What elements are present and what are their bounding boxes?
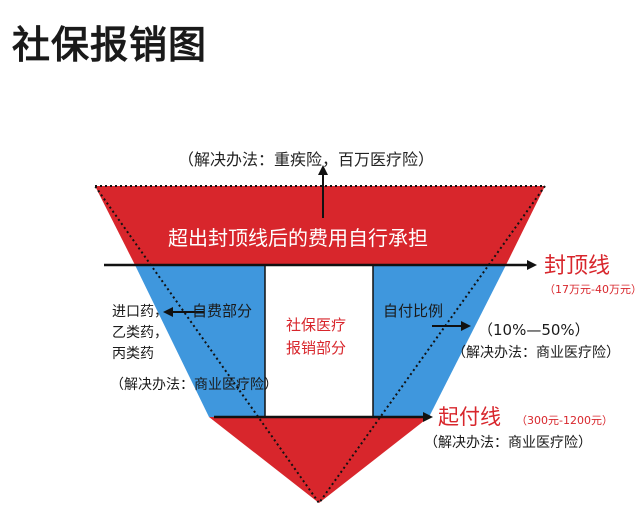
- self-pay-label: 自费部分: [192, 302, 253, 320]
- ratio-value-text: （10%—50%）: [478, 321, 590, 339]
- right-solution-text: （解决办法：商业医疗险）: [452, 345, 620, 361]
- drug-item: 丙类药: [112, 346, 154, 362]
- bottom-solution-text: （解决办法：商业医疗险）: [424, 435, 592, 451]
- drug-list: 进口药， 乙类药， 丙类药: [112, 302, 168, 365]
- insured-part-line2: 报销部分: [286, 339, 347, 357]
- insured-part-label: 社保医疗 报销部分: [286, 314, 346, 360]
- cap-line-range: （17万元-40万元）: [544, 283, 640, 296]
- over-cap-band: [95, 186, 545, 265]
- left-solution-text: （解决办法：商业医疗险）: [110, 377, 278, 393]
- top-solution-text: （解决办法：重疾险，百万医疗险）: [178, 150, 435, 169]
- below-start-tip: [209, 417, 429, 503]
- drug-item: 乙类药，: [112, 325, 168, 341]
- insured-part-line1: 社保医疗: [286, 316, 347, 334]
- drug-item: 进口药，: [112, 304, 168, 320]
- over-cap-text: 超出封顶线后的费用自行承担: [168, 226, 428, 250]
- self-ratio-label: 自付比例: [383, 302, 444, 320]
- cap-line-label: 封顶线: [544, 254, 611, 279]
- start-line-label: 起付线: [438, 405, 501, 429]
- funnel-outline: [93, 185, 547, 505]
- start-line-range: （300元-1200元）: [516, 414, 613, 427]
- page-title: 社保报销图: [12, 23, 208, 67]
- self-ratio-zone: [373, 265, 506, 417]
